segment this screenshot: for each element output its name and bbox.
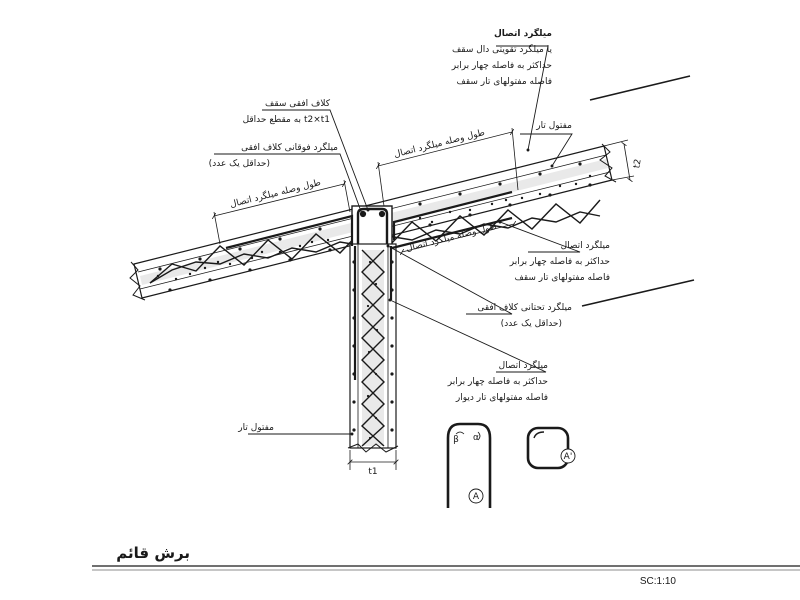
- label-top-right-title: میلگرد اتصال: [494, 27, 552, 39]
- label-detail-a: A: [473, 492, 480, 502]
- leaders: [214, 45, 581, 436]
- detail-a-hook: [446, 422, 492, 508]
- label-wall-line2: فاصله مفتولهای تار دیوار: [455, 393, 548, 403]
- wall-panel: [347, 243, 399, 453]
- break-line: [129, 261, 146, 301]
- label-tar-left: مفتول تار: [237, 423, 274, 433]
- label-detail-a-prime: A': [564, 452, 573, 462]
- drawing-scale: SC:1:10: [640, 576, 677, 587]
- wall-truss-zigzag: [361, 249, 386, 447]
- label-t2: t2: [632, 158, 643, 169]
- break-line: [599, 143, 617, 183]
- wall-foam-core: [362, 250, 384, 446]
- label-t1: t1: [368, 467, 377, 477]
- detail-a-prime-marker: [560, 448, 576, 464]
- slab-dots: [156, 162, 592, 292]
- drawing-title: برش قائم: [116, 544, 190, 562]
- top-bar: [378, 210, 386, 218]
- label-mid-right-title: میلگرد اتصال: [561, 239, 611, 251]
- title-block: [92, 565, 800, 571]
- label-bottom-bar-sub: (حداقل یک عدد): [501, 319, 562, 329]
- label-wall-line1: حداکثر به فاصله چهار برابر: [447, 377, 548, 387]
- label-tar-top: مفتول تار: [535, 121, 572, 131]
- label-mid-right-line1: حداکثر به فاصله چهار برابر: [509, 257, 610, 267]
- detail-a: [446, 422, 492, 508]
- detail-a-prime: [526, 426, 576, 470]
- label-mid-right-line2: فاصله مفتولهای تار سقف: [515, 273, 611, 283]
- break-line: [347, 443, 399, 453]
- label-top-bar-sub: (حداقل یک عدد): [209, 159, 270, 169]
- label-wall-title: میلگرد اتصال: [499, 359, 549, 371]
- label-horiz-tie-title: کلاف افقی سقف: [265, 99, 331, 109]
- horizontal-tie-beam: [351, 205, 393, 247]
- label-top-right-line2: حداکثر به فاصله چهار برابر: [451, 61, 552, 71]
- wall-dots: [352, 260, 394, 440]
- label-horiz-tie-sub: به مقطع حداقل t2×t1: [243, 115, 330, 125]
- label-top-right-line3: فاصله مفتولهای تار سقف: [457, 77, 553, 87]
- label-bottom-bar-title: میلگرد تحتانی کلاف افقی: [477, 301, 572, 313]
- label-top-bar-title: میلگرد فوقانی کلاف افقی: [241, 141, 338, 153]
- accent-rules: [581, 75, 695, 307]
- tie-beam-stirrup: [356, 207, 389, 246]
- label-alpha: α: [473, 433, 479, 443]
- detail-a-prime-stirrup: [526, 426, 570, 470]
- dimensions: [214, 127, 635, 470]
- label-lap-top: طول وصله میلگرد اتصال: [393, 126, 486, 160]
- detail-a-marker: [468, 488, 484, 504]
- label-beta: β: [453, 435, 459, 445]
- label-top-right-line1: یا میلگرد تقویتی دال سقف: [452, 43, 553, 55]
